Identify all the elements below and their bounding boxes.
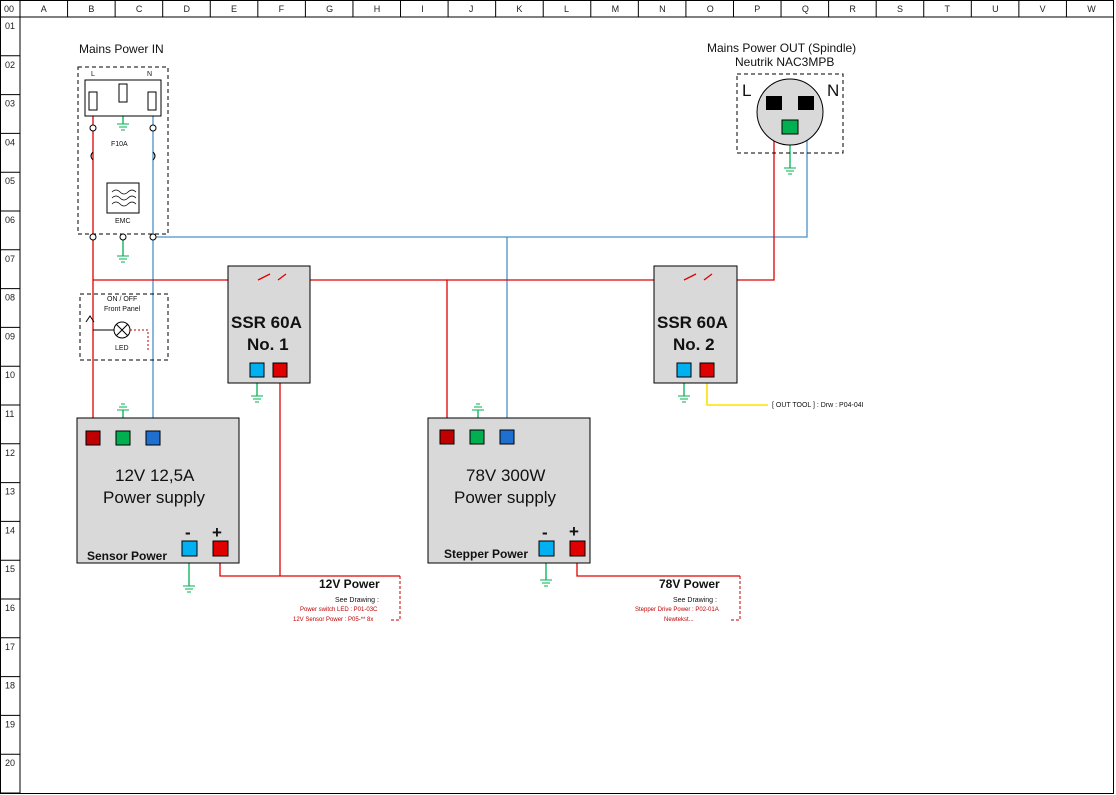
grid-column-label: P [754, 4, 760, 14]
grid-row-label: 11 [5, 409, 14, 419]
ssr2-line2: No. 2 [673, 335, 715, 354]
earth-symbols [117, 123, 796, 593]
ref78-line2: Newtekst... [664, 617, 694, 623]
mains-out-pin-n: N [827, 81, 839, 100]
grid-column-label: B [88, 4, 94, 14]
mains-out-title-2: Neutrik NAC3MPB [735, 55, 834, 69]
grid-row-label: 16 [5, 603, 15, 613]
grid-column-label: D [183, 4, 190, 14]
grid-row-label: 19 [5, 719, 15, 729]
grid-row-label: 10 [5, 370, 15, 380]
neutral-wires [152, 96, 808, 430]
grid-column-label: R [849, 4, 856, 14]
grid-row-label: 01 [5, 21, 15, 31]
ssr1-line2: No. 1 [247, 335, 289, 354]
grid-row-label: 04 [5, 137, 15, 147]
grid-row-label: 17 [5, 642, 15, 652]
psu1-name: Sensor Power [87, 549, 167, 563]
ref78-line1: Stepper Drive Power : P02-01A [635, 607, 719, 613]
grid-row-label: 03 [5, 99, 15, 109]
psu2-minus: - [542, 523, 548, 542]
grid-column-label: I [421, 4, 424, 14]
grid-row-label: 12 [5, 448, 15, 458]
grid-row-label: 08 [5, 293, 15, 303]
psu2-box [427, 417, 591, 564]
mains-out-title-1: Mains Power OUT (Spindle) [707, 41, 856, 55]
grid-column-label: A [41, 4, 47, 14]
ref12-frame [390, 576, 401, 621]
grid-column-label: C [136, 4, 143, 14]
psu1-line2: Power supply [103, 488, 206, 507]
switch-panel-title-1: ON / OFF [107, 296, 137, 303]
psu2-name: Stepper Power [444, 547, 528, 561]
grid-corner-label: 00 [4, 4, 14, 14]
grid-row-label: 07 [5, 254, 15, 264]
grid-column-label: H [374, 4, 381, 14]
out-tool-ref: [ OUT TOOL ] : Drw : P04-04I [772, 402, 864, 409]
grid-row-label: 06 [5, 215, 15, 225]
ref12-line2: 12V Sensor Power : P05-** 8x [293, 617, 373, 623]
grid-column-label: Q [802, 4, 809, 14]
emc-label: EMC [115, 218, 131, 225]
ref78-frame [730, 576, 741, 621]
switch-panel [79, 293, 169, 361]
grid-row-label: 20 [5, 758, 15, 768]
grid-column-label: M [612, 4, 620, 14]
ref12-line1: Power switch LED : P01-03C [300, 607, 378, 613]
ssr1-line1: SSR 60A [231, 313, 302, 332]
psu1-minus: - [185, 523, 191, 542]
psu1-line1: 12V 12,5A [115, 466, 195, 485]
ssr1-box [227, 265, 311, 384]
grid-row-label: 05 [5, 176, 15, 186]
grid-row-label: 15 [5, 564, 15, 574]
mains-out-block [736, 73, 844, 154]
grid-column-label: O [707, 4, 714, 14]
signal-wire-out-tool [706, 375, 768, 406]
grid-row-label: 13 [5, 487, 15, 497]
led-label: LED [115, 345, 129, 352]
grid-column-label: V [1040, 4, 1046, 14]
grid-row-label: 14 [5, 525, 15, 535]
grid-column-label: F [279, 4, 285, 14]
grid-column-label: S [897, 4, 903, 14]
psu2-plus: + [569, 522, 579, 541]
grid-column-label: N [659, 4, 666, 14]
grid-column-label: W [1087, 4, 1096, 14]
grid-column-label: U [992, 4, 999, 14]
grid-row-label: 18 [5, 681, 15, 691]
grid-column-label: J [469, 4, 474, 14]
switch-panel-title-2: Front Panel [104, 306, 141, 313]
mains-in-pin-n: N [147, 71, 152, 78]
ref12-see: See Drawing : [335, 597, 379, 604]
mains-in-pin-l: L [91, 71, 95, 78]
grid-row-label: 02 [5, 60, 15, 70]
ref78-title: 78V Power [659, 577, 720, 591]
grid-column-label: K [516, 4, 522, 14]
psu1-box [76, 417, 240, 564]
ssr2-box [653, 265, 738, 384]
grid-column-label: L [564, 4, 569, 14]
grid-column-label: G [326, 4, 333, 14]
ref78-see: See Drawing : [673, 597, 717, 604]
grid-row-label: 09 [5, 331, 15, 341]
ref12-title: 12V Power [319, 577, 380, 591]
mains-in-block [77, 66, 169, 241]
psu1-plus: + [212, 523, 222, 542]
mains-in-title: Mains Power IN [79, 42, 164, 56]
psu2-line1: 78V 300W [466, 466, 545, 485]
mains-out-pin-l: L [742, 81, 751, 100]
live-wires [92, 96, 775, 577]
psu2-line2: Power supply [454, 488, 557, 507]
grid-column-label: T [945, 4, 951, 14]
grid-column-label: E [231, 4, 237, 14]
grid-labels: 00 A B C D E F G H I J K L M N O P Q R S T U V W 01 02 03 04 05 06 07 0… [4, 4, 1096, 768]
ssr2-line1: SSR 60A [657, 313, 728, 332]
fuse-label: F10A [111, 141, 128, 148]
